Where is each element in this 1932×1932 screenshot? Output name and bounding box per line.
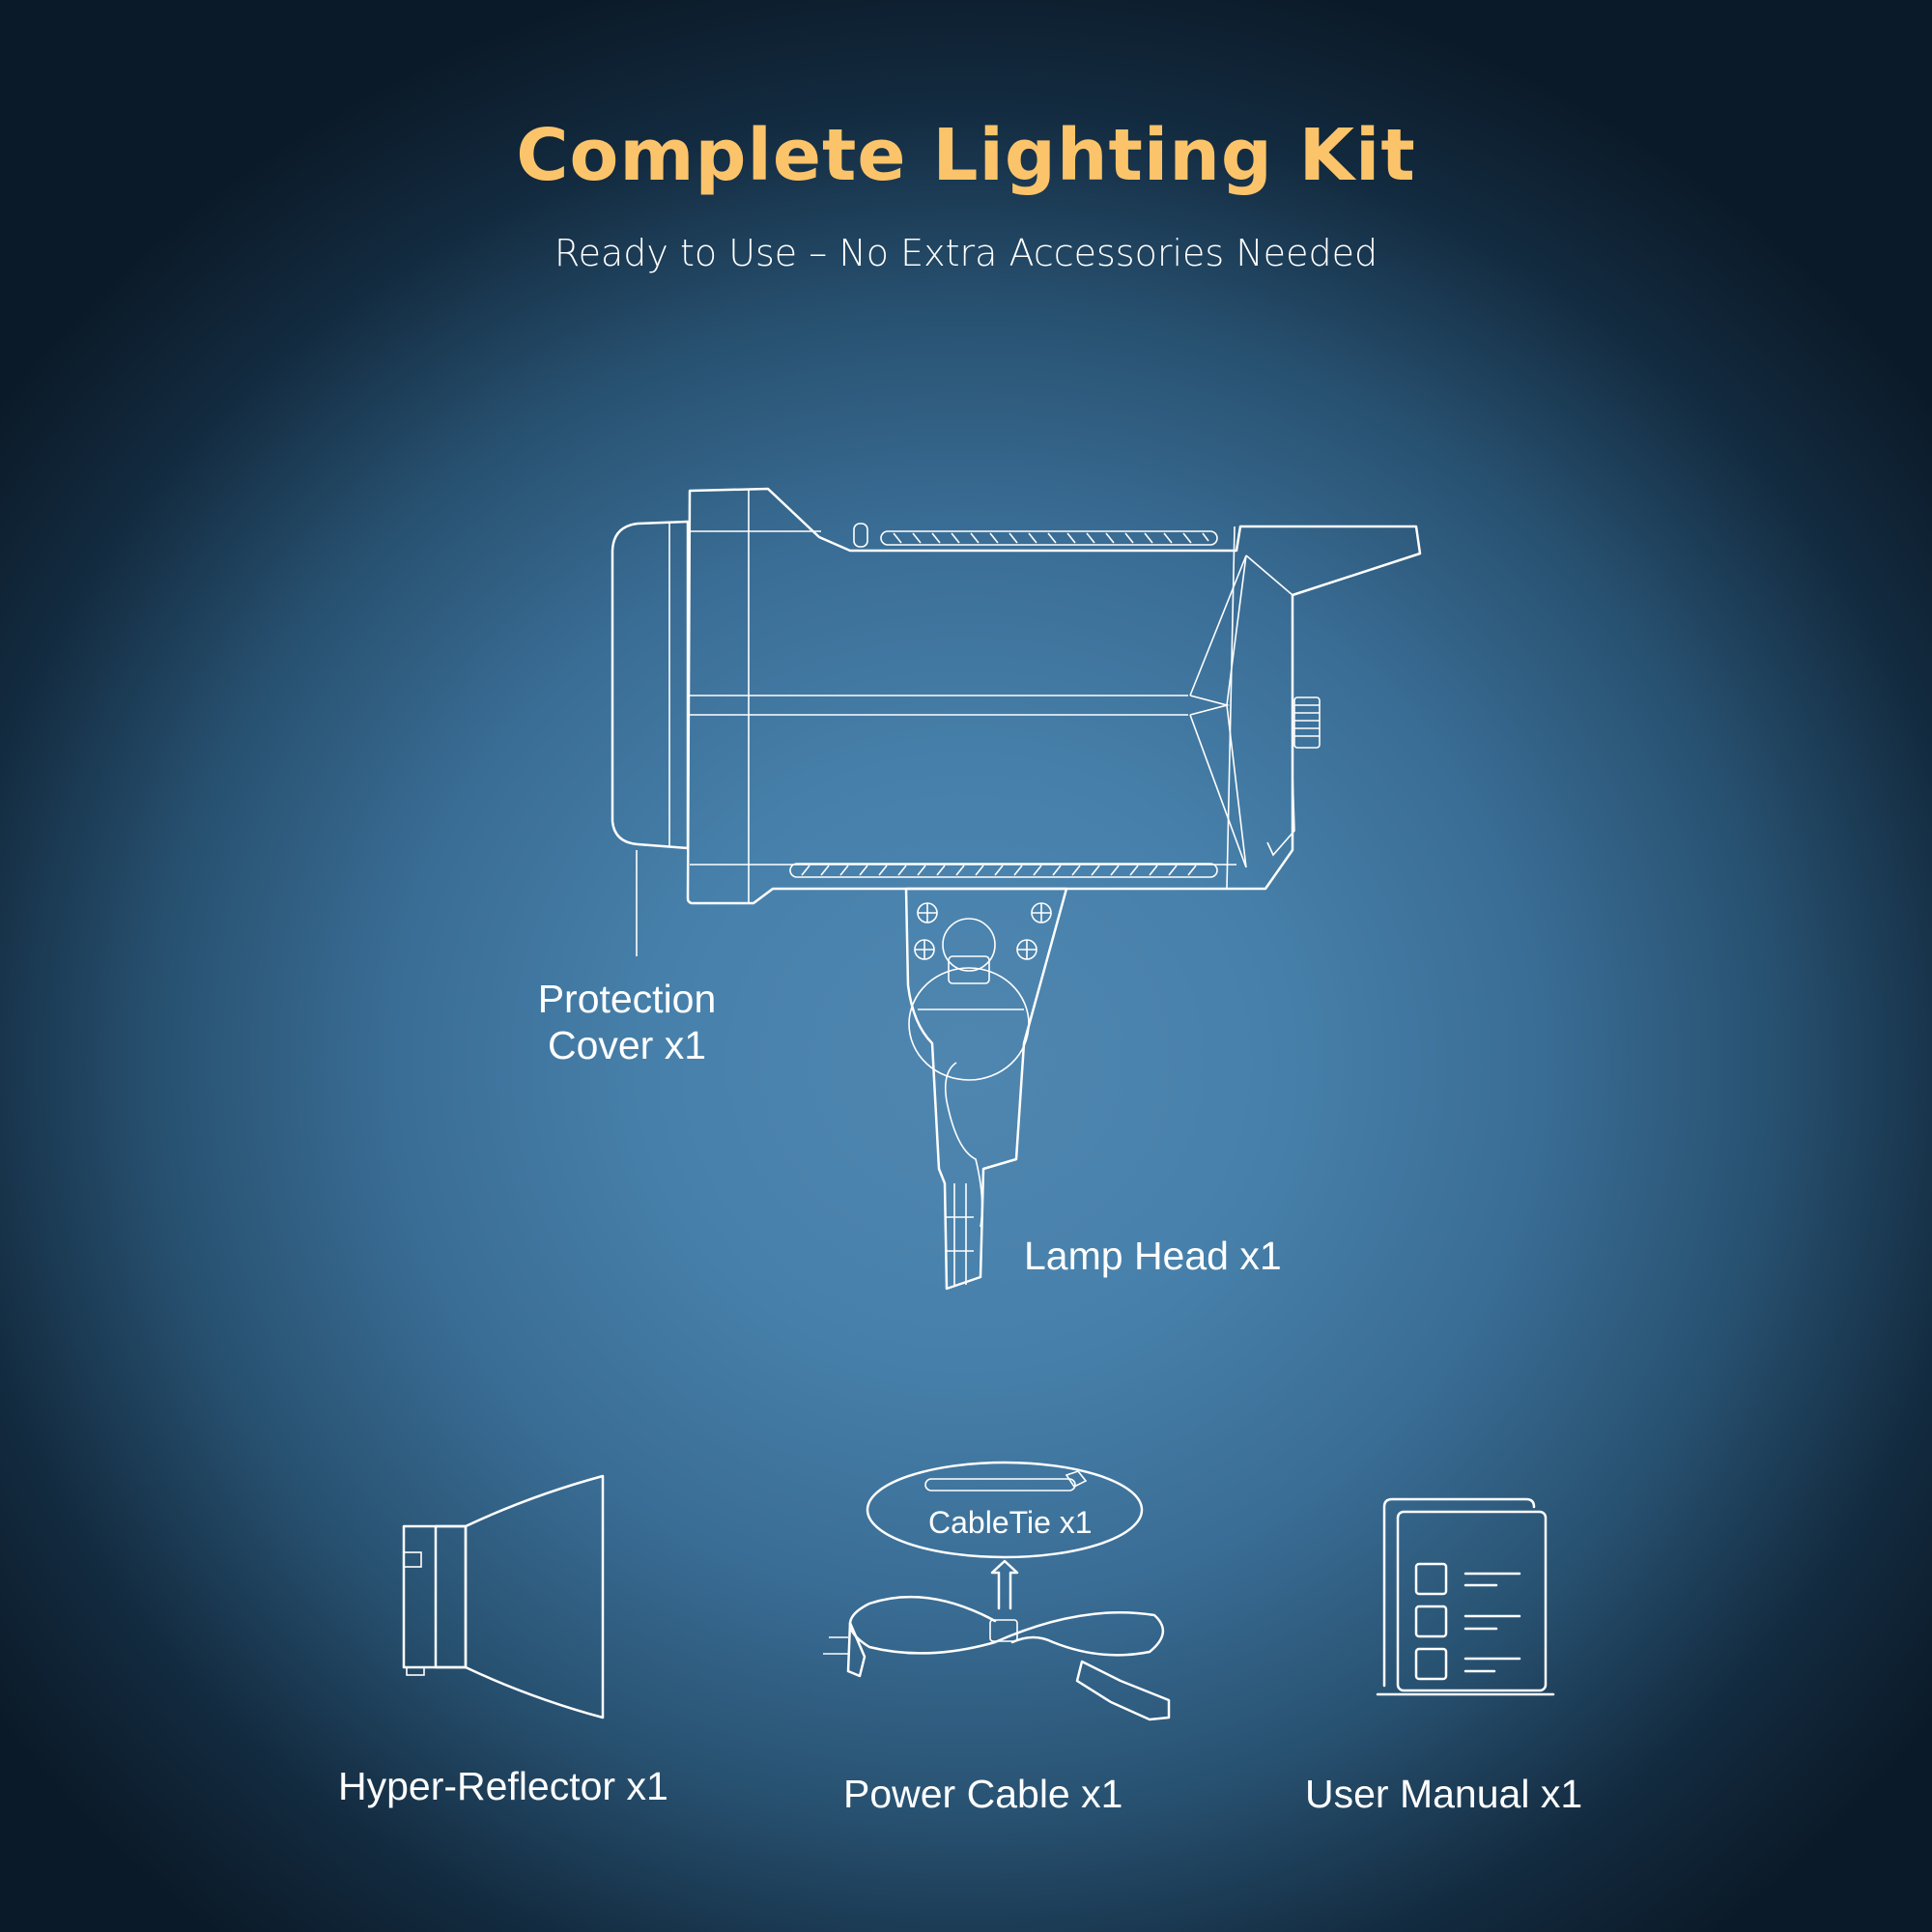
user-manual-label: User Manual x1 <box>1305 1772 1583 1816</box>
cable-tie-label: CableTie x1 <box>928 1505 1093 1540</box>
lamp-head-icon <box>611 487 1422 1291</box>
manual-icon <box>1376 1497 1555 1696</box>
reflector-icon <box>402 1474 605 1719</box>
protection-cover-label-line1: Protection <box>537 977 717 1021</box>
page-subtitle: Ready to Use – No Extra Accessories Need… <box>554 232 1378 274</box>
hyper-reflector-label: Hyper-Reflector x1 <box>338 1764 668 1808</box>
lamp-head-label: Lamp Head x1 <box>1024 1234 1282 1278</box>
page-title: Complete Lighting Kit <box>516 114 1416 197</box>
protection-cover-label: Protection Cover x1 <box>530 976 724 1068</box>
protection-cover-label-line2: Cover x1 <box>547 1023 707 1067</box>
power-cable-icon <box>823 1461 1171 1721</box>
power-cable-label: Power Cable x1 <box>843 1772 1123 1816</box>
cable-tie-bubble <box>866 1461 1144 1559</box>
